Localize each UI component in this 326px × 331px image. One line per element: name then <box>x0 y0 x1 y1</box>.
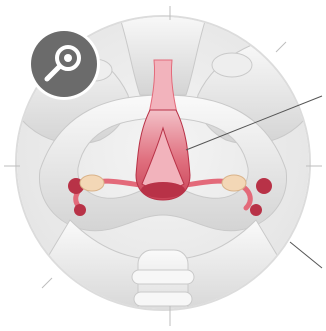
pointer-line-lower <box>290 242 322 268</box>
left-ovary <box>80 175 104 191</box>
left-fimbriae-lower <box>74 204 86 216</box>
tick-upper-right <box>276 42 286 52</box>
female-icon-dot <box>64 54 72 62</box>
lower-spine-segment-2 <box>134 292 192 306</box>
right-ovary <box>222 175 246 191</box>
tick-lower-left <box>42 278 52 288</box>
badge-circle <box>31 31 97 97</box>
badge <box>28 28 100 100</box>
right-fimbriae <box>256 178 272 194</box>
lower-spine <box>138 250 188 330</box>
cervix-opening <box>141 182 185 198</box>
lower-spine-segment <box>132 270 194 284</box>
left-wing-hole <box>212 53 252 77</box>
right-fimbriae-lower <box>250 204 262 216</box>
